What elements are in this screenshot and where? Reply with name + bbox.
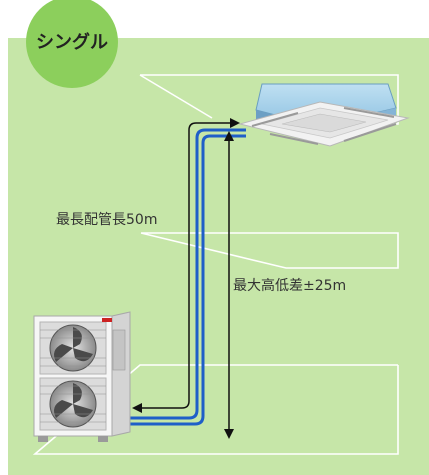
badge-label: シングル	[36, 31, 108, 53]
outdoor-unit-icon	[33, 311, 131, 442]
indoor-cassette-unit-icon	[238, 83, 410, 147]
max-pipe-length-label: 最長配管長50m	[56, 212, 157, 228]
single-badge: シングル	[26, 0, 118, 88]
max-pipe-length-arrow	[132, 118, 240, 413]
max-height-difference-label: 最大高低差±25m	[233, 277, 346, 294]
badge-circle	[26, 0, 118, 88]
